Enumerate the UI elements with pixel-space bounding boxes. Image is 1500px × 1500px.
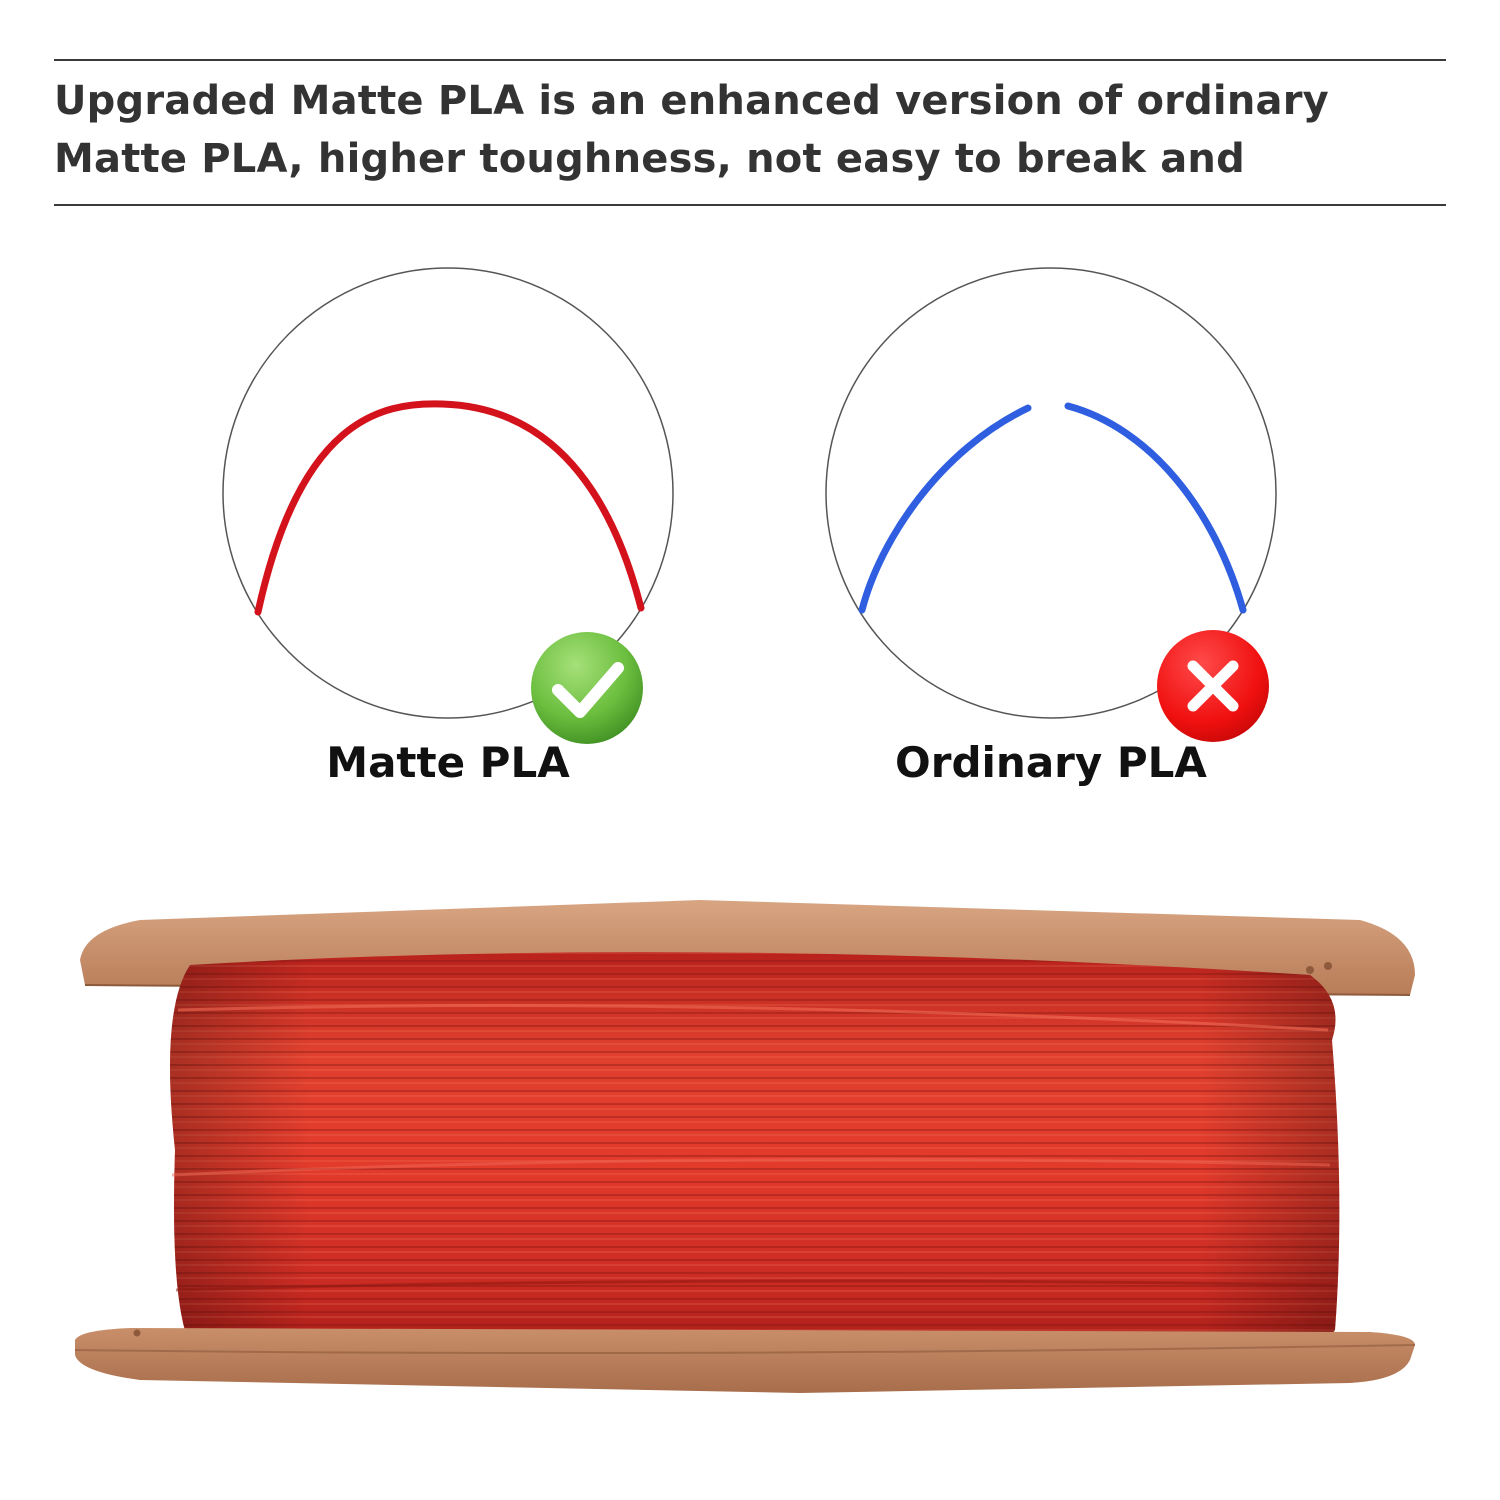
matte-pla-sample — [222, 267, 674, 744]
headline-line-1: Upgraded Matte PLA is an enhanced versio… — [54, 78, 1329, 124]
ordinary-pla-label: Ordinary PLA — [895, 738, 1207, 787]
ordinary-pla-filament-left — [858, 404, 1032, 614]
ordinary-pla-filament-right — [1064, 402, 1247, 614]
matte-pla-label: Matte PLA — [326, 738, 570, 787]
check-icon — [531, 632, 643, 744]
matte-pla-filament — [254, 400, 645, 616]
headline-line-2: Matte PLA, higher toughness, not easy to… — [54, 136, 1245, 182]
matte-pla-circle — [222, 267, 674, 719]
headline: Upgraded Matte PLA is an enhanced versio… — [54, 72, 1454, 188]
filament-spool-image — [74, 900, 1416, 1393]
top-divider — [54, 59, 1446, 61]
ordinary-pla-sample — [825, 267, 1277, 742]
ordinary-pla-circle — [825, 267, 1277, 719]
spool-filament-body — [170, 952, 1340, 1350]
spool-bottom-flange — [74, 1328, 1416, 1393]
cross-icon — [1157, 630, 1269, 742]
comparison-figure — [222, 267, 1277, 744]
bottom-divider — [54, 204, 1446, 206]
